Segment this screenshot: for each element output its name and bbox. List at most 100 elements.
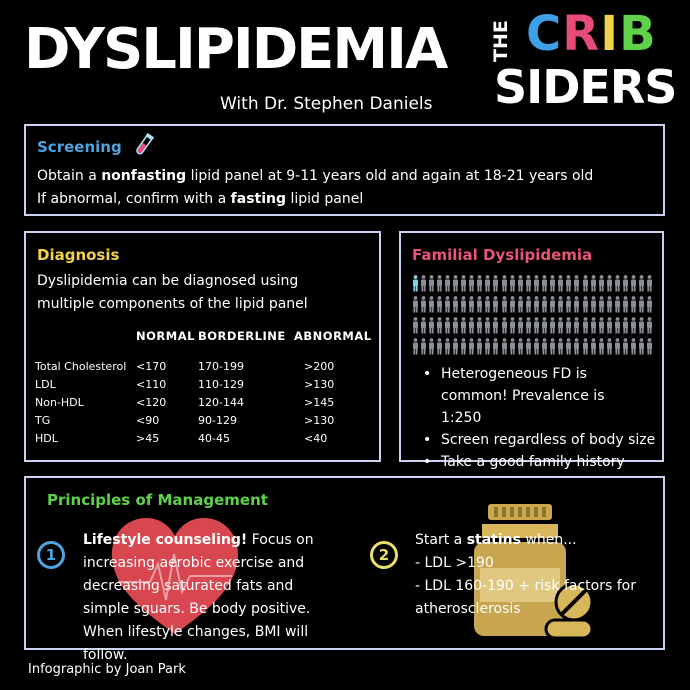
person-icon — [613, 317, 621, 336]
person-icon — [508, 275, 516, 294]
person-icon — [646, 275, 654, 294]
lifestyle-text: Lifestyle counseling! Focus on increasin… — [83, 529, 343, 667]
person-icon — [508, 317, 516, 336]
person-icon — [557, 275, 565, 294]
person-icon — [516, 275, 524, 294]
people-grid-icon — [411, 275, 656, 359]
person-icon — [411, 338, 419, 357]
person-icon — [500, 275, 508, 294]
person-icon — [638, 317, 646, 336]
diagnosis-text: Dyslipidemia can be diagnosed using mult… — [37, 273, 308, 312]
screening-line-2: If abnormal, confirm with a fasting lipi… — [37, 188, 657, 211]
person-icon — [516, 338, 524, 357]
person-icon — [500, 317, 508, 336]
person-icon — [605, 317, 613, 336]
person-icon — [516, 317, 524, 336]
person-icon — [532, 317, 540, 336]
statins-text: Start a statins when... - LDL >190 - LDL… — [415, 529, 645, 621]
highlighted-person-icon — [411, 275, 419, 294]
lifestyle-body: Focus on increasing aerobic exercise and… — [83, 532, 314, 663]
person-icon — [427, 275, 435, 294]
table-cell: <40 — [304, 431, 328, 445]
person-icon — [613, 338, 621, 357]
person-icon — [589, 338, 597, 357]
person-icon — [468, 317, 476, 336]
person-icon — [451, 317, 459, 336]
person-icon — [573, 296, 581, 315]
person-icon — [516, 296, 524, 315]
person-icon — [638, 338, 646, 357]
person-icon — [565, 296, 573, 315]
lifestyle-emphasis: Lifestyle counseling! — [83, 532, 248, 548]
table-header-row: NORMAL BORDERLINE ABNORMAL — [35, 329, 372, 357]
person-icon — [460, 317, 468, 336]
table-cell: <170 — [136, 359, 167, 373]
person-icon — [492, 296, 500, 315]
person-icon — [605, 338, 613, 357]
statins-intro: Start a statins when... — [415, 529, 645, 552]
person-icon — [532, 275, 540, 294]
table-cell: Non-HDL — [35, 395, 84, 409]
diagnosis-title: Diagnosis — [37, 246, 120, 264]
table-cell: LDL — [35, 377, 56, 391]
person-icon — [492, 317, 500, 336]
statins-text-part: Start a — [415, 532, 467, 548]
list-item: Take a good family history — [421, 451, 655, 473]
people-row — [411, 275, 656, 296]
screening-line-1: Obtain a nonfasting lipid panel at 9-11 … — [37, 165, 657, 188]
person-icon — [451, 275, 459, 294]
person-icon — [549, 317, 557, 336]
person-icon — [646, 338, 654, 357]
screening-emphasis: nonfasting — [101, 168, 187, 184]
list-item: Screen regardless of body size — [421, 429, 655, 451]
person-icon — [573, 338, 581, 357]
person-icon — [630, 275, 638, 294]
person-icon — [565, 275, 573, 294]
person-icon — [468, 296, 476, 315]
person-icon — [476, 296, 484, 315]
screening-text: lipid panel at 9-11 years old and again … — [186, 168, 594, 184]
logo-crib: CRIB — [526, 10, 657, 58]
person-icon — [427, 338, 435, 357]
screening-text: If abnormal, confirm with a — [37, 191, 231, 207]
person-icon — [597, 317, 605, 336]
list-item: Heterogeneous FD is common! Prevalence i… — [421, 363, 631, 429]
table-cell: 110-129 — [198, 377, 244, 391]
management-title: Principles of Management — [47, 491, 268, 509]
person-icon — [557, 296, 565, 315]
person-icon — [443, 296, 451, 315]
person-icon — [589, 317, 597, 336]
person-icon — [630, 296, 638, 315]
person-icon — [419, 338, 427, 357]
person-icon — [581, 338, 589, 357]
person-icon — [597, 296, 605, 315]
person-icon — [646, 296, 654, 315]
logo-letter: R — [562, 6, 601, 62]
table-cell: 90-129 — [198, 413, 237, 427]
management-section: Principles of Management 1 Lifestyle cou… — [24, 476, 665, 663]
screening-section: Screening Obtain a nonfasting lipid pane… — [24, 124, 665, 216]
page-subtitle: With Dr. Stephen Daniels — [220, 94, 433, 114]
logo-letter: I — [600, 6, 620, 62]
person-icon — [630, 317, 638, 336]
statins-emphasis: statins — [466, 532, 521, 548]
person-icon — [524, 317, 532, 336]
person-icon — [549, 338, 557, 357]
person-icon — [484, 275, 492, 294]
person-icon — [460, 296, 468, 315]
person-icon — [443, 317, 451, 336]
familial-section: Familial Dyslipidemia Heterogeneous FD i… — [399, 231, 664, 473]
table-cell: >130 — [304, 377, 335, 391]
familial-bullets: Heterogeneous FD is common! Prevalence i… — [421, 363, 655, 473]
person-icon — [460, 275, 468, 294]
pill-bottle-icon — [474, 504, 594, 640]
screening-text: Obtain a — [37, 168, 102, 184]
table-cell: >200 — [304, 359, 335, 373]
person-icon — [621, 275, 629, 294]
person-icon — [524, 275, 532, 294]
person-icon — [492, 338, 500, 357]
person-icon — [443, 338, 451, 357]
table-cell: >45 — [136, 431, 160, 445]
